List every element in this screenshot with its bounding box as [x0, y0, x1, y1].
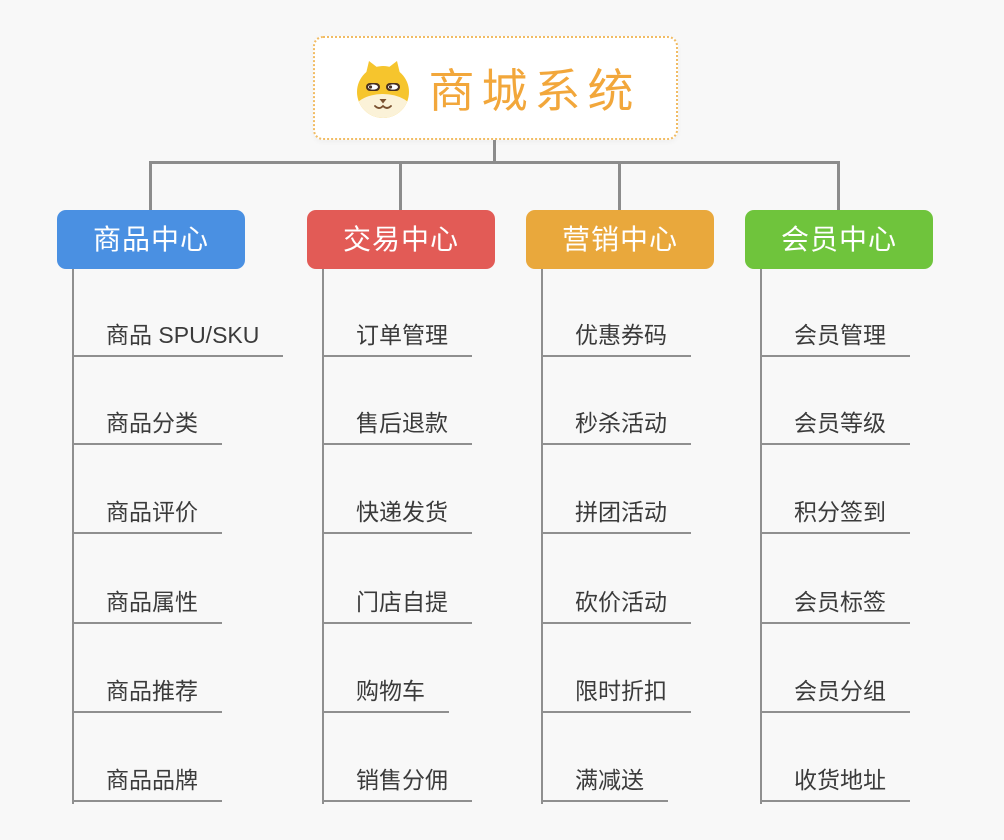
leaf-node[interactable]: 商品 SPU/SKU [72, 315, 284, 357]
leaf-node[interactable]: 商品推荐 [72, 671, 222, 713]
branch-header-member[interactable]: 会员中心 [745, 210, 933, 269]
leaf-node[interactable]: 会员分组 [760, 671, 910, 713]
connector-drop-member [837, 161, 840, 210]
leaf-node[interactable]: 商品评价 [72, 492, 222, 534]
connector-drop-product [149, 161, 152, 210]
branch-header-marketing[interactable]: 营销中心 [526, 210, 714, 269]
connector-drop-trade [399, 161, 402, 210]
leaf-node[interactable]: 快递发货 [322, 492, 472, 534]
branch-trade-center: 交易中心 订单管理 售后退款 快递发货 门店自提 购物车 销售分佣 [307, 210, 495, 810]
connector-bus [149, 161, 840, 164]
root-title: 商城系统 [428, 65, 641, 117]
leaf-node[interactable]: 商品品牌 [72, 760, 222, 802]
branch-product-center: 商品中心 商品 SPU/SKU 商品分类 商品评价 商品属性 商品推荐 商品品牌 [57, 210, 284, 810]
leaf-node[interactable]: 收货地址 [760, 760, 910, 802]
connector-root-drop [493, 140, 496, 163]
leaf-node[interactable]: 门店自提 [322, 582, 472, 624]
leaf-node[interactable]: 订单管理 [322, 315, 472, 357]
branch-spine [72, 269, 74, 804]
leaf-node[interactable]: 满减送 [541, 760, 668, 802]
leaf-node[interactable]: 会员等级 [760, 403, 910, 445]
leaf-node[interactable]: 秒杀活动 [541, 403, 691, 445]
leaf-node[interactable]: 限时折扣 [541, 671, 691, 713]
connector-drop-marketing [618, 161, 621, 210]
root-node[interactable]: 商城系统 [313, 36, 678, 140]
leaf-node[interactable]: 积分签到 [760, 492, 910, 534]
leaf-node[interactable]: 砍价活动 [541, 582, 691, 624]
leaf-node[interactable]: 销售分佣 [322, 760, 472, 802]
leaf-node[interactable]: 会员标签 [760, 582, 910, 624]
branch-marketing-center: 营销中心 优惠券码 秒杀活动 拼团活动 砍价活动 限时折扣 满减送 [526, 210, 714, 810]
branch-header-trade[interactable]: 交易中心 [307, 210, 495, 269]
leaf-node[interactable]: 售后退款 [322, 403, 472, 445]
leaf-node[interactable]: 拼团活动 [541, 492, 691, 534]
branch-header-product[interactable]: 商品中心 [57, 210, 245, 269]
branch-spine [322, 269, 324, 804]
leaf-node[interactable]: 购物车 [322, 671, 449, 713]
leaf-node[interactable]: 商品属性 [72, 582, 222, 624]
branch-spine [760, 269, 762, 804]
shiba-dog-icon [356, 61, 409, 118]
branch-spine [541, 269, 543, 804]
leaf-node[interactable]: 优惠券码 [541, 315, 691, 357]
leaf-node[interactable]: 商品分类 [72, 403, 222, 445]
leaf-node[interactable]: 会员管理 [760, 315, 910, 357]
branch-member-center: 会员中心 会员管理 会员等级 积分签到 会员标签 会员分组 收货地址 [745, 210, 933, 810]
